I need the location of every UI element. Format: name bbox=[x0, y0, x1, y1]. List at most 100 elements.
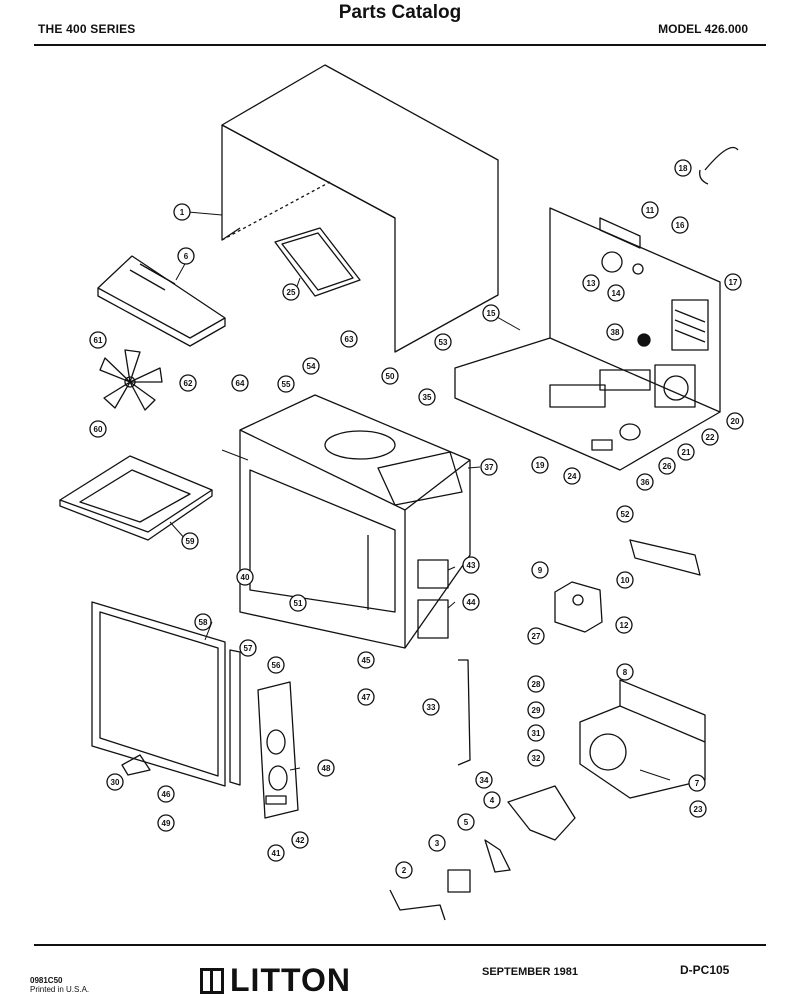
callout-bubble bbox=[677, 443, 695, 461]
callout-bubble bbox=[381, 367, 399, 385]
callout-46: 46 bbox=[157, 785, 175, 803]
callout-bubble bbox=[282, 283, 300, 301]
callout-bubble bbox=[340, 330, 358, 348]
callout-number: 2 bbox=[402, 866, 407, 875]
callout-37: 37 bbox=[480, 458, 498, 476]
magnetron bbox=[554, 581, 603, 633]
outer-cabinet bbox=[221, 64, 499, 353]
callout-15: 15 bbox=[482, 304, 500, 322]
callout-bubble bbox=[277, 375, 295, 393]
callout-bubble bbox=[317, 759, 335, 777]
callout-22: 22 bbox=[701, 428, 719, 446]
callout-number: 13 bbox=[587, 279, 596, 288]
callout-number: 22 bbox=[706, 433, 715, 442]
brand-logo: LITTON bbox=[200, 962, 351, 999]
callout-bubble bbox=[157, 814, 175, 832]
callout-44: 44 bbox=[462, 593, 480, 611]
callout-bubble bbox=[173, 203, 191, 221]
callout-number: 17 bbox=[729, 278, 738, 287]
callout-bubble bbox=[480, 458, 498, 476]
footer-code-line2: Printed in U.S.A. bbox=[30, 985, 90, 994]
callout-bubble bbox=[606, 323, 624, 341]
callout-54: 54 bbox=[302, 357, 320, 375]
callout-25: 25 bbox=[282, 283, 300, 301]
footer-code-line1: 0981C50 bbox=[30, 976, 63, 985]
callout-number: 29 bbox=[532, 706, 541, 715]
callout-51: 51 bbox=[289, 594, 307, 612]
callout-number: 7 bbox=[695, 779, 700, 788]
callout-number: 63 bbox=[345, 335, 354, 344]
interlock-arm bbox=[457, 659, 471, 766]
footer-rule bbox=[34, 944, 766, 946]
callout-bubble bbox=[616, 571, 634, 589]
callout-19: 19 bbox=[531, 456, 549, 474]
callout-bubble bbox=[689, 800, 707, 818]
callout-number: 9 bbox=[538, 566, 543, 575]
callout-number: 6 bbox=[184, 252, 189, 261]
callout-number: 44 bbox=[467, 598, 476, 607]
callout-bubble bbox=[615, 616, 633, 634]
callout-number: 35 bbox=[423, 393, 432, 402]
callout-number: 62 bbox=[184, 379, 193, 388]
callout-20: 20 bbox=[726, 412, 744, 430]
callout-59: 59 bbox=[181, 532, 199, 550]
callout-45: 45 bbox=[357, 651, 375, 669]
callout-33: 33 bbox=[422, 698, 440, 716]
callout-number: 41 bbox=[272, 849, 281, 858]
callout-bubble bbox=[422, 698, 440, 716]
fan-blade bbox=[99, 349, 163, 411]
callout-58: 58 bbox=[194, 613, 212, 631]
callout-2: 2 bbox=[395, 861, 413, 879]
footer-code: 0981C50 Printed in U.S.A. bbox=[30, 976, 89, 994]
callout-number: 28 bbox=[532, 680, 541, 689]
callout-bubble bbox=[231, 374, 249, 392]
callout-bubble bbox=[671, 216, 689, 234]
callout-bubble bbox=[236, 568, 254, 586]
callout-27: 27 bbox=[527, 627, 545, 645]
callout-50: 50 bbox=[381, 367, 399, 385]
callout-28: 28 bbox=[527, 675, 545, 693]
callout-62: 62 bbox=[179, 374, 197, 392]
callout-number: 64 bbox=[236, 379, 245, 388]
callout-number: 33 bbox=[427, 703, 436, 712]
callout-number: 14 bbox=[612, 289, 621, 298]
callout-bubble bbox=[462, 593, 480, 611]
callout-number: 51 bbox=[294, 599, 303, 608]
callout-55: 55 bbox=[277, 375, 295, 393]
blower-housing bbox=[579, 679, 706, 799]
callout-7: 7 bbox=[688, 774, 706, 792]
callout-number: 57 bbox=[244, 644, 253, 653]
callout-52: 52 bbox=[616, 505, 634, 523]
callout-bubble bbox=[641, 201, 659, 219]
callout-number: 15 bbox=[487, 309, 496, 318]
callout-bubble bbox=[302, 357, 320, 375]
callout-number: 37 bbox=[485, 463, 494, 472]
callout-number: 54 bbox=[307, 362, 316, 371]
callout-16: 16 bbox=[671, 216, 689, 234]
callout-bubble bbox=[395, 861, 413, 879]
callout-bubble bbox=[527, 701, 545, 719]
litton-logo-icon bbox=[200, 967, 224, 994]
callout-number: 40 bbox=[241, 573, 250, 582]
callout-number: 56 bbox=[272, 661, 281, 670]
callout-26: 26 bbox=[658, 457, 676, 475]
callout-12: 12 bbox=[615, 616, 633, 634]
callout-bubble bbox=[428, 834, 446, 852]
page-title: Parts Catalog bbox=[338, 2, 462, 23]
callout-4: 4 bbox=[483, 791, 501, 809]
callout-49: 49 bbox=[157, 814, 175, 832]
motor-bracket bbox=[507, 785, 576, 841]
callout-bubble bbox=[527, 749, 545, 767]
callout-number: 43 bbox=[467, 561, 476, 570]
mounting-bracket bbox=[389, 889, 446, 921]
callout-bubble bbox=[531, 456, 549, 474]
callout-bubble bbox=[607, 284, 625, 302]
callout-number: 30 bbox=[111, 778, 120, 787]
callout-bubble bbox=[658, 457, 676, 475]
callout-bubble bbox=[724, 273, 742, 291]
callout-bubble bbox=[582, 274, 600, 292]
callout-bubble bbox=[179, 374, 197, 392]
callout-number: 52 bbox=[621, 510, 630, 519]
blower-fan bbox=[484, 839, 511, 873]
